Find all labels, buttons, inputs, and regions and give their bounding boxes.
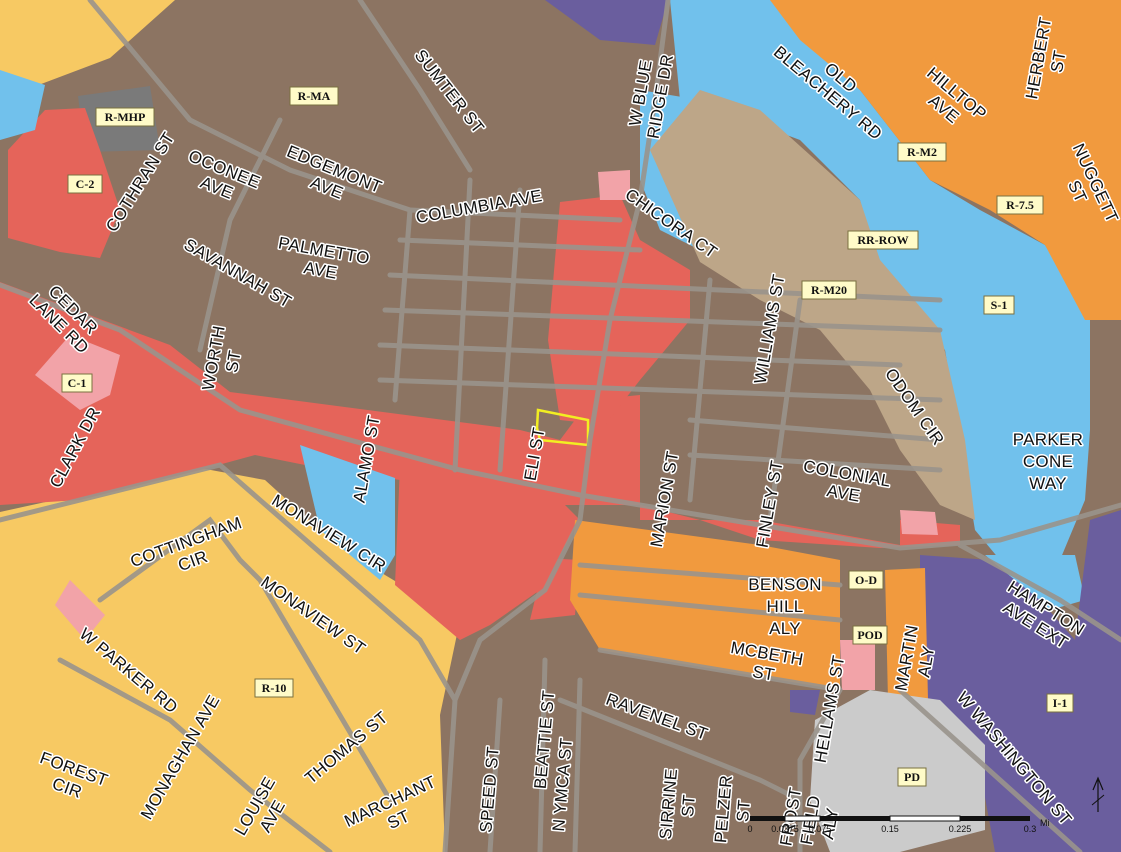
zone-area-r10-southwest (0, 468, 460, 852)
zone-label-text: C-2 (76, 177, 95, 191)
zone-area-c2-corridor (0, 282, 960, 548)
zone-area-od-north (598, 170, 630, 200)
scale-bar: 0 0.0375 0.075 0.15 0.225 0.3 Mi (747, 815, 1050, 834)
scale-tick-label: 0.225 (949, 824, 972, 834)
zone-area-od-east (900, 510, 938, 535)
zone-label-rrrow: RR-ROW (847, 230, 919, 250)
zone-label-text: R-M20 (811, 283, 847, 297)
road-south-1 (557, 697, 803, 803)
road-east-spur (957, 542, 1121, 643)
zone-label-text: R-MA (298, 89, 331, 103)
zone-label-od: O-D (848, 570, 884, 590)
north-arrow-icon (1091, 776, 1105, 812)
road-vertical-1 (392, 207, 413, 403)
scale-tick-label: 0 (747, 824, 752, 834)
zone-area-c2-south (395, 465, 580, 640)
zone-area-floodplain-south (300, 445, 395, 580)
zone-label-text: O-D (855, 573, 877, 587)
zone-label-r10: R-10 (254, 678, 294, 698)
zone-area-industrial-east (920, 510, 1121, 852)
road-grid-5 (377, 342, 903, 368)
road-southwest-2 (97, 516, 393, 803)
road-beattie (537, 657, 548, 852)
scale-bar-segment (889, 815, 961, 822)
road-grid-7 (687, 417, 943, 443)
road-south-2 (597, 647, 843, 693)
zone-label-text: PD (904, 770, 920, 784)
road-vertical-4 (687, 277, 713, 503)
zone-area-c2-west (8, 108, 120, 258)
zone-area-c2-core (548, 195, 690, 425)
road-grid-4 (382, 307, 943, 333)
zone-label-text: R-7.5 (1006, 198, 1034, 212)
zone-label-text: R-MHP (105, 110, 146, 124)
scale-tick-label: 0.15 (881, 824, 899, 834)
zone-area-floodplain-west (0, 70, 45, 140)
zone-area-c1 (35, 335, 120, 410)
zone-area-industrial-south (790, 690, 820, 715)
road-north-1 (87, 0, 413, 213)
scale-tick-label: 0.3 (1024, 824, 1037, 834)
zone-label-text: RR-ROW (857, 233, 908, 247)
zone-label-rm20: R-M20 (801, 280, 857, 300)
scale-tick-label: 0.075 (809, 824, 832, 834)
zone-label-text: C-1 (68, 376, 87, 390)
road-sumter (357, 0, 473, 173)
road-grid-1 (407, 207, 623, 223)
road-grid-6 (377, 377, 943, 403)
zone-label-rmhp: R-MHP (95, 107, 155, 127)
street-label-colonial: COLONIALAVE (798, 457, 892, 511)
road-vertical-3 (497, 187, 523, 473)
scale-bar-segment (750, 816, 785, 821)
zone-area-floodplain-east (985, 555, 1085, 610)
scale-units: Mi (1040, 818, 1050, 828)
zone-area-railroad-row (650, 90, 975, 520)
zone-area-c2-southeast (530, 558, 580, 620)
scale-bar-segment (784, 815, 821, 822)
zone-area-r10-northwest (0, 0, 175, 92)
zone-area-od-south (840, 640, 875, 690)
zone-label-text: POD (857, 628, 883, 642)
zone-label-c1: C-1 (61, 373, 93, 393)
zone-label-rm2: R-M2 (897, 142, 947, 162)
road-south-4 (577, 562, 843, 588)
zone-area-industrial-north (545, 0, 668, 45)
scale-bar-segment (820, 816, 890, 821)
zone-labels: C-2 R-MHP R-MA R-M2 R-7.5 RR-ROW R-M20 S… (61, 86, 1074, 787)
zone-area-floodplain-north (670, 0, 1090, 600)
zone-label-pod: POD (852, 625, 888, 645)
road-washington (897, 687, 1083, 852)
road-west (57, 657, 333, 852)
road-grid-8 (687, 452, 943, 473)
road-north-2 (197, 117, 283, 353)
zone-area-c1-sw (55, 580, 105, 640)
zone-label-rma: R-MA (289, 86, 339, 106)
zone-label-text: I-1 (1053, 696, 1068, 710)
road-vertical-5 (767, 297, 803, 523)
road-ymca (572, 677, 583, 852)
road-south-3 (577, 592, 843, 623)
zone-label-text: R-M2 (907, 145, 937, 159)
zone-label-r75: R-7.5 (996, 195, 1044, 215)
road-main-north-south (442, 0, 671, 852)
zone-label-text: S-1 (991, 298, 1008, 312)
road-main-east-west (0, 282, 1121, 551)
road-speed (487, 697, 503, 852)
zone-area-multifamily-martin (885, 568, 928, 700)
zone-label-text: R-10 (262, 681, 287, 695)
road-grid-2 (397, 237, 643, 253)
zone-label-i1: I-1 (1046, 693, 1074, 713)
zone-label-c2: C-2 (67, 174, 103, 194)
zone-label-s1: S-1 (983, 295, 1015, 315)
zone-label-pd: PD (897, 767, 927, 787)
selected-parcel-outline[interactable] (535, 408, 590, 447)
scale-tick-label: 0.0375 (771, 824, 799, 834)
scale-bar-segment (960, 816, 1030, 821)
road-vertical-2 (452, 177, 473, 473)
road-southwest-1 (0, 462, 458, 703)
